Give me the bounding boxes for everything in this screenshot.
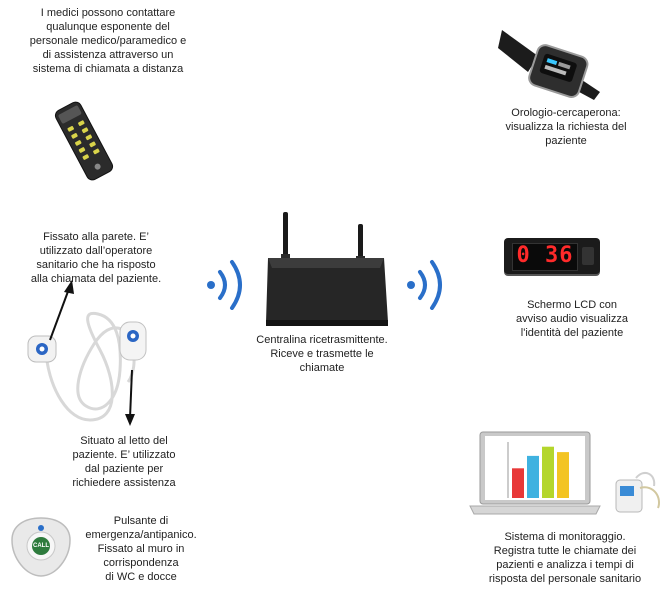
lcd-display-icon: 0 36 <box>504 238 600 274</box>
lcd-screen <box>512 243 578 271</box>
screen-bar <box>512 468 524 498</box>
panic-caption: Pulsante di emergenza/antipanico. Fissat… <box>85 515 197 583</box>
pager-watch-icon <box>498 20 602 100</box>
lcd-display-value: 0 36 <box>516 243 574 268</box>
signal-left-icon <box>204 258 250 310</box>
panic-call-badge: CALL <box>33 543 49 549</box>
wall-call-button-icon <box>27 335 57 363</box>
laptop-monitoring-icon <box>468 428 668 522</box>
lcd-buttons <box>582 247 594 265</box>
screen-bar <box>542 446 554 498</box>
remote-control-icon <box>44 100 124 182</box>
bed-call-cord-icon <box>20 270 170 440</box>
panic-button-icon: CALL <box>8 514 74 580</box>
signal-right-icon <box>404 258 450 310</box>
remote-caption: I medici possono contattare qualunque es… <box>29 7 187 75</box>
screen-bar <box>527 455 539 498</box>
monitoring-caption: Sistema di monitoraggio. Registra tutte … <box>488 531 642 585</box>
wall-unit-caption: Fissato alla parete. E’ utilizzato dall’… <box>30 231 162 285</box>
watch-caption: Orologio-cercaperona: visualizza la rich… <box>505 107 627 147</box>
central-caption: Centralina ricetrasmittente. Riceve e tr… <box>256 334 388 374</box>
lcd-caption: Schermo LCD con avviso audio visualizza … <box>516 299 628 339</box>
screen-bar <box>557 452 569 498</box>
bed-unit-caption: Situato al letto del paziente. E’ utiliz… <box>72 435 176 489</box>
transceiver-icon <box>262 210 394 334</box>
